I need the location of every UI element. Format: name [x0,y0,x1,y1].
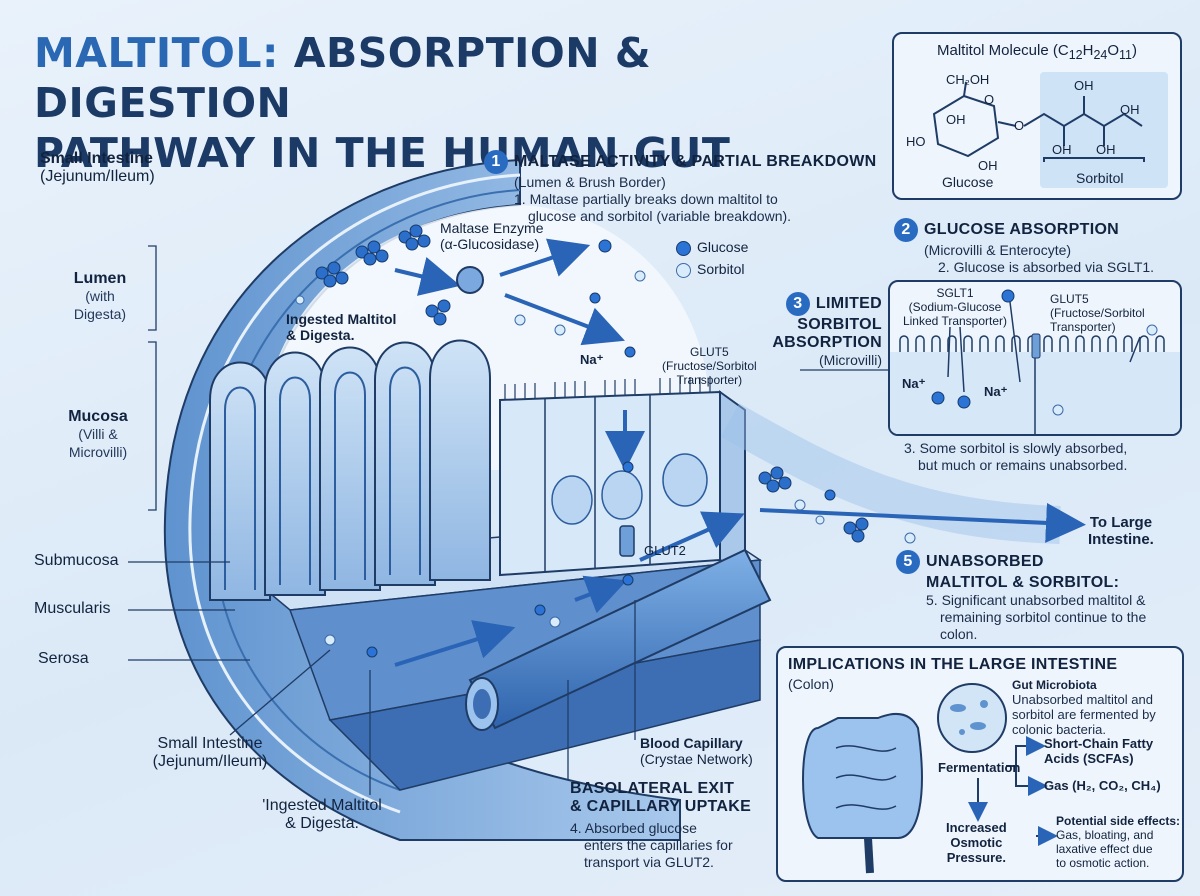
glut5-detail-label: GLUT5 (Fructose/Sorbitol Transporter) [1050,292,1145,334]
ingested-maltitol-bottom-label: 'Ingested Maltitol & Digesta. [262,797,382,832]
muscularis-label: Muscularis [34,600,111,617]
molecule-structure [932,81,1145,162]
colon-illustration [802,683,1058,874]
microvilli-detail [890,289,1180,434]
implications-panel: IMPLICATIONS IN THE LARGE INTESTINE (Col… [776,646,1184,882]
small-intestine-bottom-label: Small Intestine (Jejunum/Ileum) [152,735,268,770]
glut2-label: GLUT2 [644,543,686,558]
page-title: MALTITOL: ABSORPTION & DIGESTION PATHWAY… [34,29,731,177]
legend-sorbitol: Sorbitol [676,258,748,280]
lumen-label: Lumen (with Digesta) [73,270,127,322]
sglt1-label: SGLT1 (Sodium-Glucose Linked Transporter… [902,286,1008,328]
step4-block: BASOLATERAL EXIT & CAPILLARY UPTAKE 4. A… [570,780,752,870]
sorbitol-dot-icon [676,262,691,278]
glut5-label: GLUT5 (Fructose/Sorbitol Transporter) [662,345,757,387]
molecule-glucose-label: Glucose [942,174,994,190]
step1-number: 1 [484,150,508,174]
legend: Glucose Sorbitol [676,236,748,280]
to-large-intestine-label: To Large Intestine. [1088,514,1154,548]
serosa-label: Serosa [38,650,89,667]
gut-microbiota-text: Unabsorbed maltitol and sorbitol are fer… [1012,692,1156,737]
side-effects-text: Potential side effects: Gas, bloating, a… [1056,814,1181,870]
maltase-enzyme-label: Maltase Enzyme (α-Glucosidase) [440,220,544,252]
glucose-dot-icon [676,240,691,256]
small-intestine-label: Small Intestine (Jejunum/Ileum) [40,150,155,185]
blood-capillary-label: Blood Capillary (Crystae Network) [640,735,753,767]
legend-glucose: Glucose [676,236,748,258]
sorbitol-absorption-panel: SGLT1 (Sodium-Glucose Linked Transporter… [888,280,1182,436]
molecule-sorbitol-label: Sorbitol [1076,170,1124,186]
osmotic-pressure-label: Increased Osmotic Pressure. [946,820,1007,865]
na-label: Na⁺ [580,352,604,367]
submucosa-label: Submucosa [34,552,119,569]
step3-text: 3. Some sorbitol is slowly absorbed, but… [904,440,1128,473]
molecule-title: Maltitol Molecule (C12H24O11) [936,42,1138,62]
maltitol-molecule-panel: Maltitol Molecule (C12H24O11) CH₂OH O OH… [892,32,1182,200]
scfa-label: Short-Chain Fatty Acids (SCFAs) [1044,736,1154,766]
ingested-maltitol-label: Ingested Maltitol & Digesta. [286,311,397,343]
mucosa-label: Mucosa (Villi & Microvilli) [68,408,128,460]
